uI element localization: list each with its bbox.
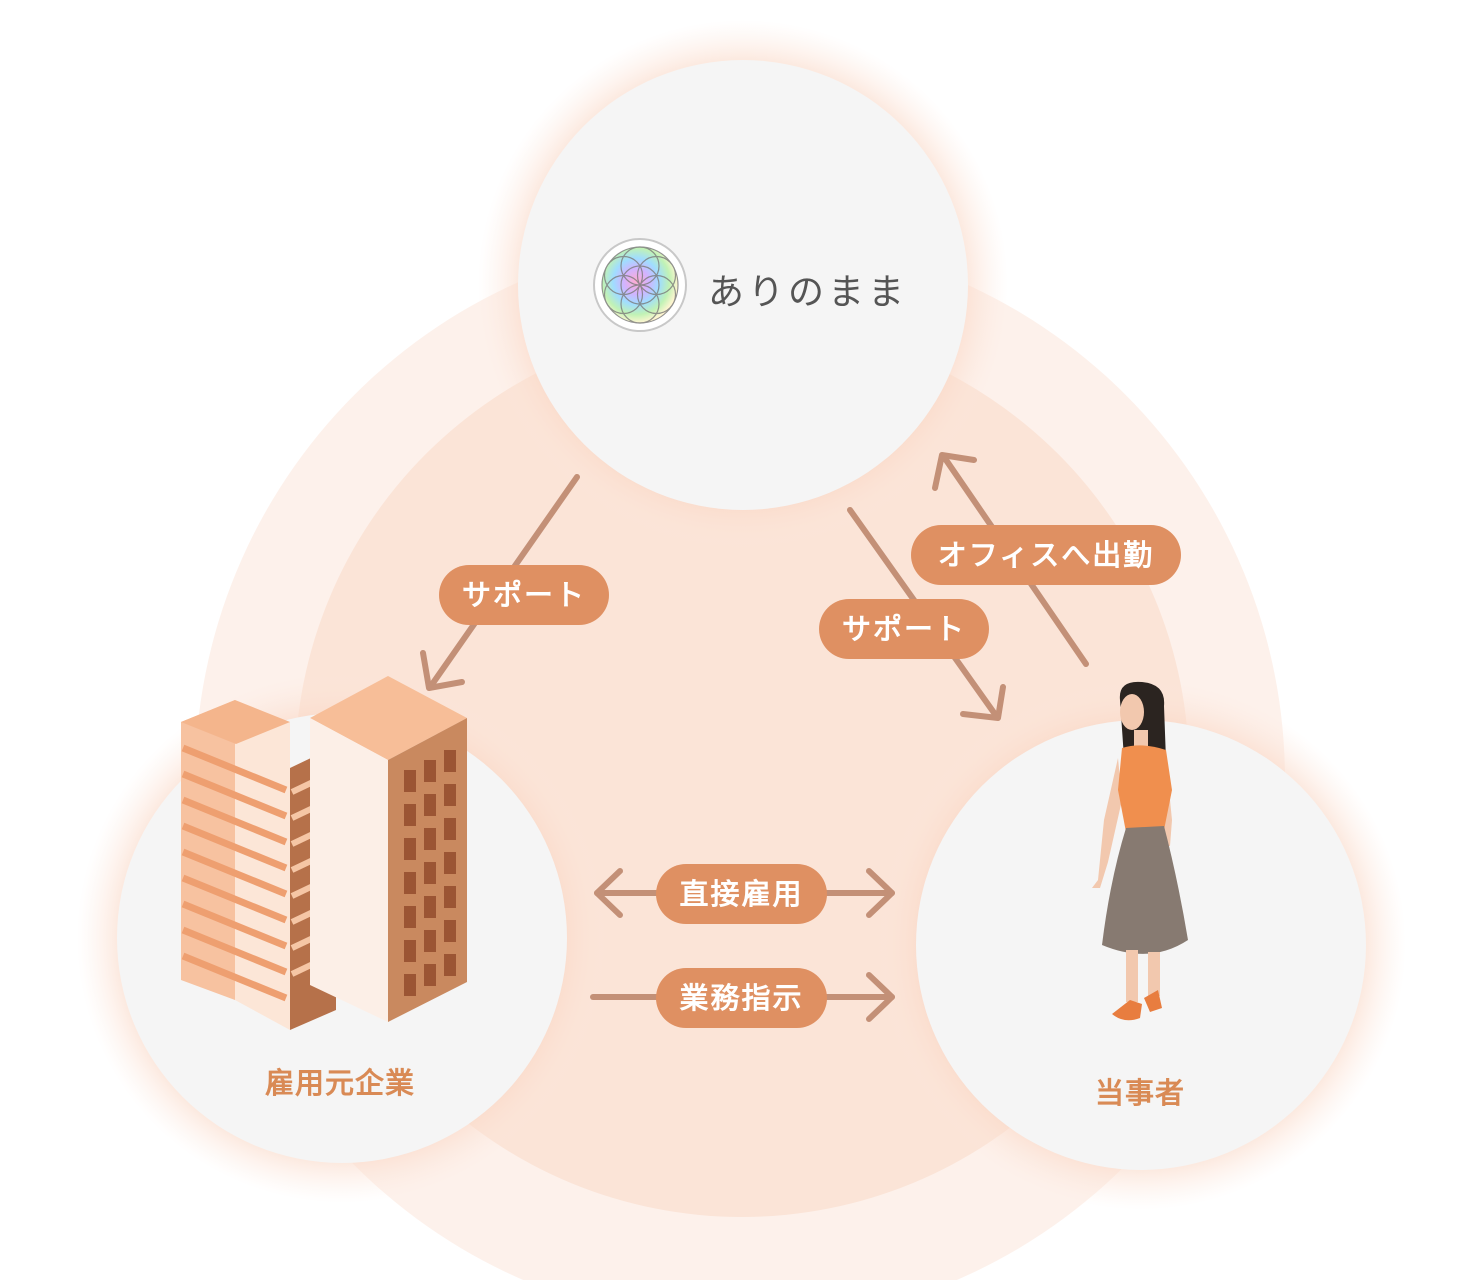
work-instruction-pill: 業務指示 [656, 968, 827, 1028]
brand-node [518, 60, 968, 510]
support-pill-person: サポート [819, 599, 989, 659]
brand-name: ありのまま [708, 272, 909, 313]
brand-logo-icon [593, 238, 687, 332]
support-pill-company: サポート [439, 565, 609, 625]
person-icon [1092, 681, 1188, 1021]
person-label: 当事者 [1094, 1076, 1185, 1110]
office-commute-pill: オフィスへ出勤 [911, 525, 1181, 585]
building-icon [181, 676, 467, 1030]
direct-employment-pill: 直接雇用 [656, 864, 827, 924]
company-label: 雇用元企業 [264, 1066, 415, 1100]
